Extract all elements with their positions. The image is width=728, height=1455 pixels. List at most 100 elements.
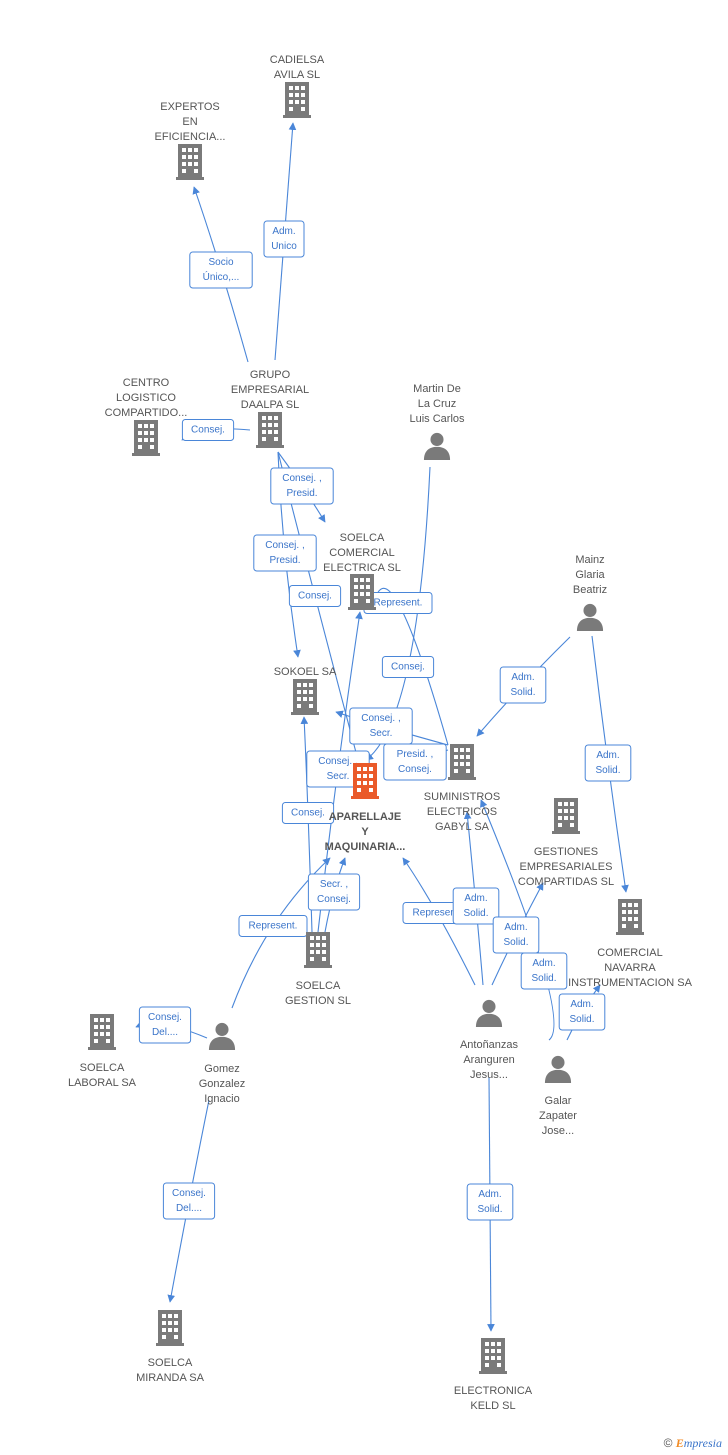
node-soelca_miranda[interactable]: SOELCA MIRANDA SA bbox=[136, 1310, 205, 1384]
edge-label-text: Adm. bbox=[504, 922, 527, 933]
node-soelca_gestion[interactable]: SOELCA GESTION SL bbox=[285, 932, 351, 1007]
edge-label-e4[interactable]: Consej. ,Presid. bbox=[270, 467, 334, 505]
edge-label-e18[interactable]: Consej.Del.... bbox=[162, 1182, 216, 1220]
edge-label-text: Consej. bbox=[291, 808, 325, 819]
node-label: LOGISTICO bbox=[116, 392, 176, 404]
node-expertos[interactable]: EXPERTOSENEFICIENCIA... bbox=[155, 101, 226, 180]
edge-label-text: Consej. bbox=[298, 591, 332, 602]
edge-label-e21[interactable]: Adm.Solid. bbox=[492, 916, 540, 954]
edge-label-e20[interactable]: Adm.Solid. bbox=[452, 887, 500, 925]
node-antonanzas[interactable]: AntoñanzasArangurenJesus... bbox=[460, 999, 519, 1081]
node-label: Gonzalez bbox=[199, 1078, 245, 1090]
building-icon bbox=[291, 679, 319, 715]
edge-label-text: Solid. bbox=[477, 1204, 502, 1215]
edge-label-e14[interactable]: Consej. bbox=[281, 802, 335, 824]
edge-label-e9[interactable]: Consej. , Secr. bbox=[349, 707, 413, 745]
node-sokoel[interactable]: SOKOEL SA bbox=[274, 666, 337, 715]
edge-label-e1[interactable]: Adm.Unico bbox=[263, 220, 305, 258]
building-icon bbox=[132, 420, 160, 456]
edge-label-e8[interactable]: Represent. bbox=[363, 592, 433, 614]
node-galar[interactable]: GalarZapaterJose... bbox=[539, 1055, 577, 1137]
edge-label-text: Socio bbox=[208, 257, 233, 268]
edge-label-text: Consej. bbox=[398, 764, 432, 775]
edge-label-e7[interactable]: Consej. bbox=[381, 656, 435, 678]
edge-label-text: Adm. bbox=[570, 999, 593, 1010]
edge-label-e16[interactable]: Represent. bbox=[238, 915, 308, 937]
edge-label-e11[interactable]: Adm. Solid. bbox=[499, 666, 547, 704]
edge-label-text: Solid. bbox=[510, 687, 535, 698]
edge-label-text: Solid. bbox=[531, 973, 556, 984]
building-icon bbox=[283, 82, 311, 118]
node-aparellaje[interactable]: APARELLAJEYMAQUINARIA... bbox=[325, 763, 406, 853]
node-label: COMPARTIDO... bbox=[105, 407, 188, 419]
person-icon bbox=[208, 1022, 236, 1050]
node-label: AVILA SL bbox=[274, 69, 320, 81]
edge-label-e5[interactable]: Consej. ,Presid. bbox=[253, 534, 317, 572]
node-label: MIRANDA SA bbox=[136, 1372, 205, 1384]
node-label: SOKOEL SA bbox=[274, 666, 337, 678]
node-label: SOELCA bbox=[148, 1357, 193, 1369]
node-label: Glaria bbox=[575, 569, 605, 581]
edge-label-text: Adm. bbox=[272, 226, 295, 237]
node-centro[interactable]: CENTROLOGISTICOCOMPARTIDO... bbox=[105, 377, 188, 456]
edge-label-text: Adm. bbox=[596, 750, 619, 761]
edge-label-text: Consej. , bbox=[265, 540, 304, 551]
node-label: DAALPA SL bbox=[241, 399, 300, 411]
building-icon bbox=[448, 744, 476, 780]
edge-label-text: Adm. bbox=[511, 672, 534, 683]
edge-label-e10[interactable]: Presid. ,Consej. bbox=[383, 743, 447, 781]
edge-label-e24[interactable]: Adm. Solid. bbox=[558, 993, 606, 1031]
edge-label-text: Represent. bbox=[374, 598, 423, 609]
person-icon bbox=[423, 432, 451, 460]
edge-label-e6[interactable]: Consej. bbox=[288, 585, 342, 607]
node-label: SOELCA bbox=[296, 980, 341, 992]
node-label: Aranguren bbox=[463, 1054, 514, 1066]
edge-label-text: Solid. bbox=[595, 765, 620, 776]
edge-label-text: Secr. , bbox=[320, 879, 348, 890]
edge-label-text: Secr. bbox=[370, 728, 393, 739]
edge-label-e12[interactable]: Adm. Solid. bbox=[584, 744, 632, 782]
node-label: Mainz bbox=[575, 554, 604, 566]
edge-label-text: Adm. bbox=[464, 893, 487, 904]
edge-label-e22[interactable]: Adm. Solid. bbox=[466, 1183, 514, 1221]
edge-label-text: Consej. , bbox=[361, 713, 400, 724]
edge-label-text: Adm. bbox=[478, 1189, 501, 1200]
node-label: Antoñanzas bbox=[460, 1039, 519, 1051]
node-label: GESTION SL bbox=[285, 995, 351, 1007]
footer-brand[interactable]: © Empresia bbox=[664, 1436, 722, 1451]
node-label: Gomez bbox=[204, 1063, 239, 1075]
node-label: SOELCA bbox=[340, 532, 385, 544]
edge-label-text: Consej. bbox=[148, 1012, 182, 1023]
node-label: APARELLAJE bbox=[329, 811, 402, 823]
node-label: EN bbox=[182, 116, 197, 128]
edge-label-e23[interactable]: Adm. Solid. bbox=[520, 952, 568, 990]
building-icon bbox=[616, 899, 644, 935]
node-label: SOELCA bbox=[80, 1062, 125, 1074]
edge-label-e15[interactable]: Secr. ,Consej. bbox=[307, 873, 361, 911]
edge-label-e17[interactable]: Consej.Del.... bbox=[138, 1006, 192, 1044]
building-icon bbox=[479, 1338, 507, 1374]
edge-label-text: Adm. bbox=[532, 958, 555, 969]
node-label: La Cruz bbox=[418, 398, 457, 410]
node-label: NAVARRA bbox=[604, 962, 656, 974]
edge-label-text: Del.... bbox=[176, 1203, 202, 1214]
node-label: COMERCIAL bbox=[597, 947, 662, 959]
node-label: Ignacio bbox=[204, 1093, 239, 1105]
edge-label-e2[interactable]: SocioÚnico,... bbox=[189, 251, 253, 289]
node-label: ELECTRONICA bbox=[454, 1385, 533, 1397]
building-icon bbox=[348, 574, 376, 610]
edge-label-text: Solid. bbox=[569, 1014, 594, 1025]
edge-label-e3[interactable]: Consej. bbox=[181, 419, 235, 441]
